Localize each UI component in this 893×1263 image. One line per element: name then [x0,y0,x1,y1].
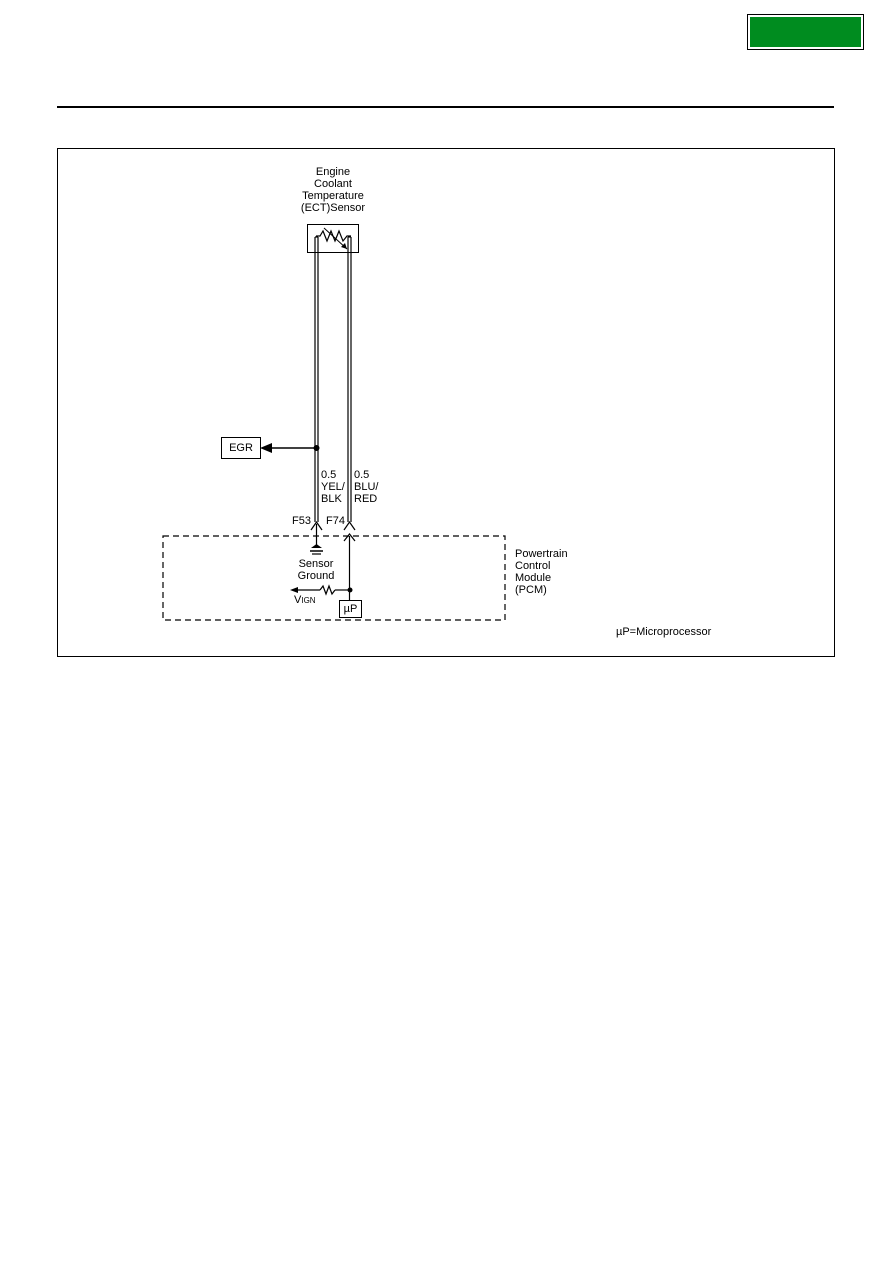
sensor-ground-label: Sensor Ground [290,558,342,582]
microprocessor-legend: µP=Microprocessor [616,626,712,638]
wire-left-gauge: 0.5 [321,469,337,481]
ground-label-line-1: Sensor [298,558,334,570]
header-rule [57,106,834,108]
vign-main: V [294,594,302,606]
wire-right-labels: 0.5 BLU/ RED [354,469,378,505]
egr-splice-dot [313,445,320,451]
ground-symbol [311,544,322,548]
ect-sensor-label: Engine Coolant Temperature (ECT)Sensor [290,166,376,214]
microprocessor-box: µP [339,600,362,618]
terminal-f53: F53 [292,515,311,527]
vign-label: VIGN [294,594,316,607]
connector-f53 [310,520,323,531]
pullup-resistor [319,584,336,596]
ect-label-line-3: Temperature [302,190,364,202]
ect-label-line-4: (ECT)Sensor [300,202,366,214]
ect-sensor-box [307,224,359,253]
diagram-frame [57,148,835,657]
pcm-label-line-1: Powertrain [515,548,568,560]
wire-right-color-2: RED [354,493,378,505]
vign-subscript: IGN [301,596,316,605]
ect-label-line-2: Coolant [314,178,352,190]
pcm-label-line-2: Control [515,560,551,572]
terminal-f74: F74 [326,515,345,527]
connector-f74 [343,520,356,531]
pcm-label-line-4: (PCM) [515,584,547,596]
ground-label-line-2: Ground [297,570,335,582]
wire-left-labels: 0.5 YEL/ BLK [321,469,345,505]
wire-right-color-1: BLU/ [354,481,379,493]
pcm-boundary [162,535,506,621]
pcm-label: Powertrain Control Module (PCM) [515,548,568,596]
pcm-label-line-3: Module [515,572,552,584]
ect-label-line-1: Engine [315,166,351,178]
wire-right-gauge: 0.5 [354,469,370,481]
egr-box: EGR [221,437,261,459]
section-badge [747,14,864,50]
wire-left-color-1: YEL/ [321,481,345,493]
wire-left-color-2: BLK [321,493,342,505]
